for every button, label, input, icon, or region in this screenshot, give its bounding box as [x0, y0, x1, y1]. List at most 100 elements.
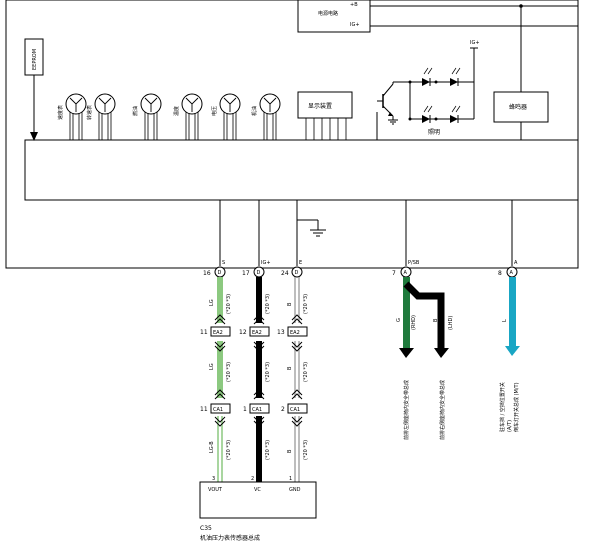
- pin-num-16: 16: [203, 270, 211, 277]
- conn1-box-a: [210, 326, 231, 337]
- plus-b-label: +B: [350, 2, 358, 8]
- pin-name-e: E: [299, 260, 302, 266]
- gauge-label-tachometer: 转速表: [86, 105, 93, 120]
- arrow-l: [505, 346, 520, 356]
- conn2-code-a: CA1: [213, 407, 223, 413]
- display-label: 显示装置: [308, 102, 332, 110]
- dest-right-belt: 前排右侧座椅内安全带总成: [439, 380, 446, 440]
- ig-plus-label: IG+: [350, 22, 360, 28]
- conn2-box-a: [210, 403, 231, 414]
- sensor-pin-vc: VC: [254, 487, 261, 493]
- conn2-num-c: 2: [281, 406, 285, 413]
- buzzer-label: 蜂鸣器: [509, 103, 527, 111]
- gauge-label-speedometer: 速度表: [57, 105, 64, 120]
- conn1-num-c: 13: [277, 329, 285, 336]
- conn1-code-c: EA2: [290, 330, 300, 336]
- illumination-label: 照明: [428, 129, 440, 136]
- conn2-box-c: [287, 403, 308, 414]
- wire-label-lg: LG: [209, 299, 215, 306]
- wire-label-g: G: [396, 318, 402, 322]
- sensor-code: C35: [200, 525, 212, 532]
- display-bus: [305, 118, 347, 140]
- pin-conn-a: A: [510, 270, 514, 276]
- wire-lg-seg2: [217, 341, 223, 398]
- wire-note-lhd: (LHD): [448, 316, 454, 330]
- wire-label-l: L: [502, 319, 508, 322]
- wire-label-b: B: [433, 318, 439, 322]
- conn1-box-c: [287, 326, 308, 337]
- dest-seat-b: 倒车灯开关总成 (M/T): [513, 382, 520, 432]
- power-circuit-label: 电源电路: [318, 10, 338, 17]
- ecu-box: [24, 139, 579, 201]
- illumination-circuit: IG+: [376, 40, 480, 140]
- wire-note-rhd: (RHD): [411, 315, 417, 330]
- wire-note-8: (*20 *3): [303, 362, 309, 382]
- ig-top-label: IG+: [470, 40, 480, 46]
- pin-num-7: 7: [392, 270, 396, 277]
- connector-chevrons: [214, 314, 303, 427]
- gauge-oil: 机油: [251, 93, 281, 140]
- wire-l: [509, 277, 516, 350]
- wire-note-9: (*20 *3): [303, 440, 309, 460]
- wire-note-5: (*20 *3): [265, 362, 271, 382]
- pin-name-ig: IG+: [261, 260, 271, 266]
- gauge-label-oil: 机油: [251, 106, 258, 116]
- wire-label-gb1: B: [287, 302, 293, 306]
- wire-note-2: (*20 *3): [226, 362, 232, 382]
- conn1-code-a: EA2: [213, 330, 223, 336]
- conn1-num-a: 11: [200, 329, 208, 336]
- dest-left-belt: 前排左侧座椅内安全带总成: [403, 380, 410, 440]
- conn1-num-b: 12: [239, 329, 247, 336]
- pin-conn-s: D: [218, 270, 222, 276]
- gauge-label-temperature: 温度: [173, 106, 180, 116]
- eeprom-arrow: [30, 132, 38, 141]
- arrow-g: [399, 348, 414, 358]
- sensor-name: 机油压力表传感器总成: [200, 534, 260, 542]
- pin-name-a: A: [514, 260, 518, 266]
- eeprom-label: EEPROM: [32, 49, 38, 70]
- conn1-box-b: [249, 326, 270, 337]
- conn2-code-c: CA1: [290, 407, 300, 413]
- gauge-speedometer: 速度表: [57, 93, 87, 140]
- conn1-code-b: EA2: [252, 330, 262, 336]
- wire-b-seg2: [256, 341, 262, 398]
- gauge-fuel: 燃油: [132, 93, 162, 140]
- pin-num-17: 17: [242, 270, 250, 277]
- wire-gray: [294, 277, 300, 482]
- gauge-tachometer: 转速表: [86, 93, 116, 140]
- wire-note-4: (*20 *3): [265, 294, 271, 314]
- arrow-b: [434, 348, 449, 358]
- sensor-pin-gnd: GND: [289, 487, 301, 493]
- wire-b-seg3: [256, 416, 262, 482]
- wire-note-1: (*20 *3): [226, 294, 232, 314]
- sensor-pin-num-3: 3: [212, 476, 215, 482]
- conn2-num-b: 1: [243, 406, 247, 413]
- sensor-pin-num-1: 1: [289, 476, 292, 482]
- conn2-num-a: 11: [200, 406, 208, 413]
- pin-name-psb: P/SB: [408, 260, 420, 266]
- pin-name-s: S: [222, 260, 225, 266]
- pin-conn-e: D: [295, 270, 299, 276]
- wire-note-7: (*20 *3): [303, 294, 309, 314]
- gauges: 速度表 转速表 燃油 温度 电压: [57, 93, 281, 140]
- wire-lg-seg1: [217, 277, 223, 323]
- pin-conn-ig: D: [257, 270, 261, 276]
- dest-seat-a: 驻车挡 / 空挡位置开关: [499, 382, 506, 432]
- gauge-temperature: 温度: [173, 93, 203, 140]
- wire-label-lgb: LG-B: [209, 441, 215, 453]
- sensor-pin-vout: VOUT: [208, 487, 223, 493]
- meter-assembly-box: [5, 0, 579, 269]
- wire-label-gb3: B: [287, 449, 293, 453]
- conn2-code-b: CA1: [252, 407, 262, 413]
- sensor-box: [199, 481, 317, 519]
- pin-conn-psb: A: [404, 270, 408, 276]
- wire-b-right: [403, 281, 445, 352]
- gauge-label-fuel: 燃油: [132, 106, 139, 116]
- wire-g: [403, 277, 410, 352]
- wire-label-gb2: B: [287, 366, 293, 370]
- wire-note-3: (*20 *3): [226, 440, 232, 460]
- pin-circle-e: [291, 266, 303, 278]
- wire-note-6: (*20 *3): [265, 440, 271, 460]
- conn2-box-b: [249, 403, 270, 414]
